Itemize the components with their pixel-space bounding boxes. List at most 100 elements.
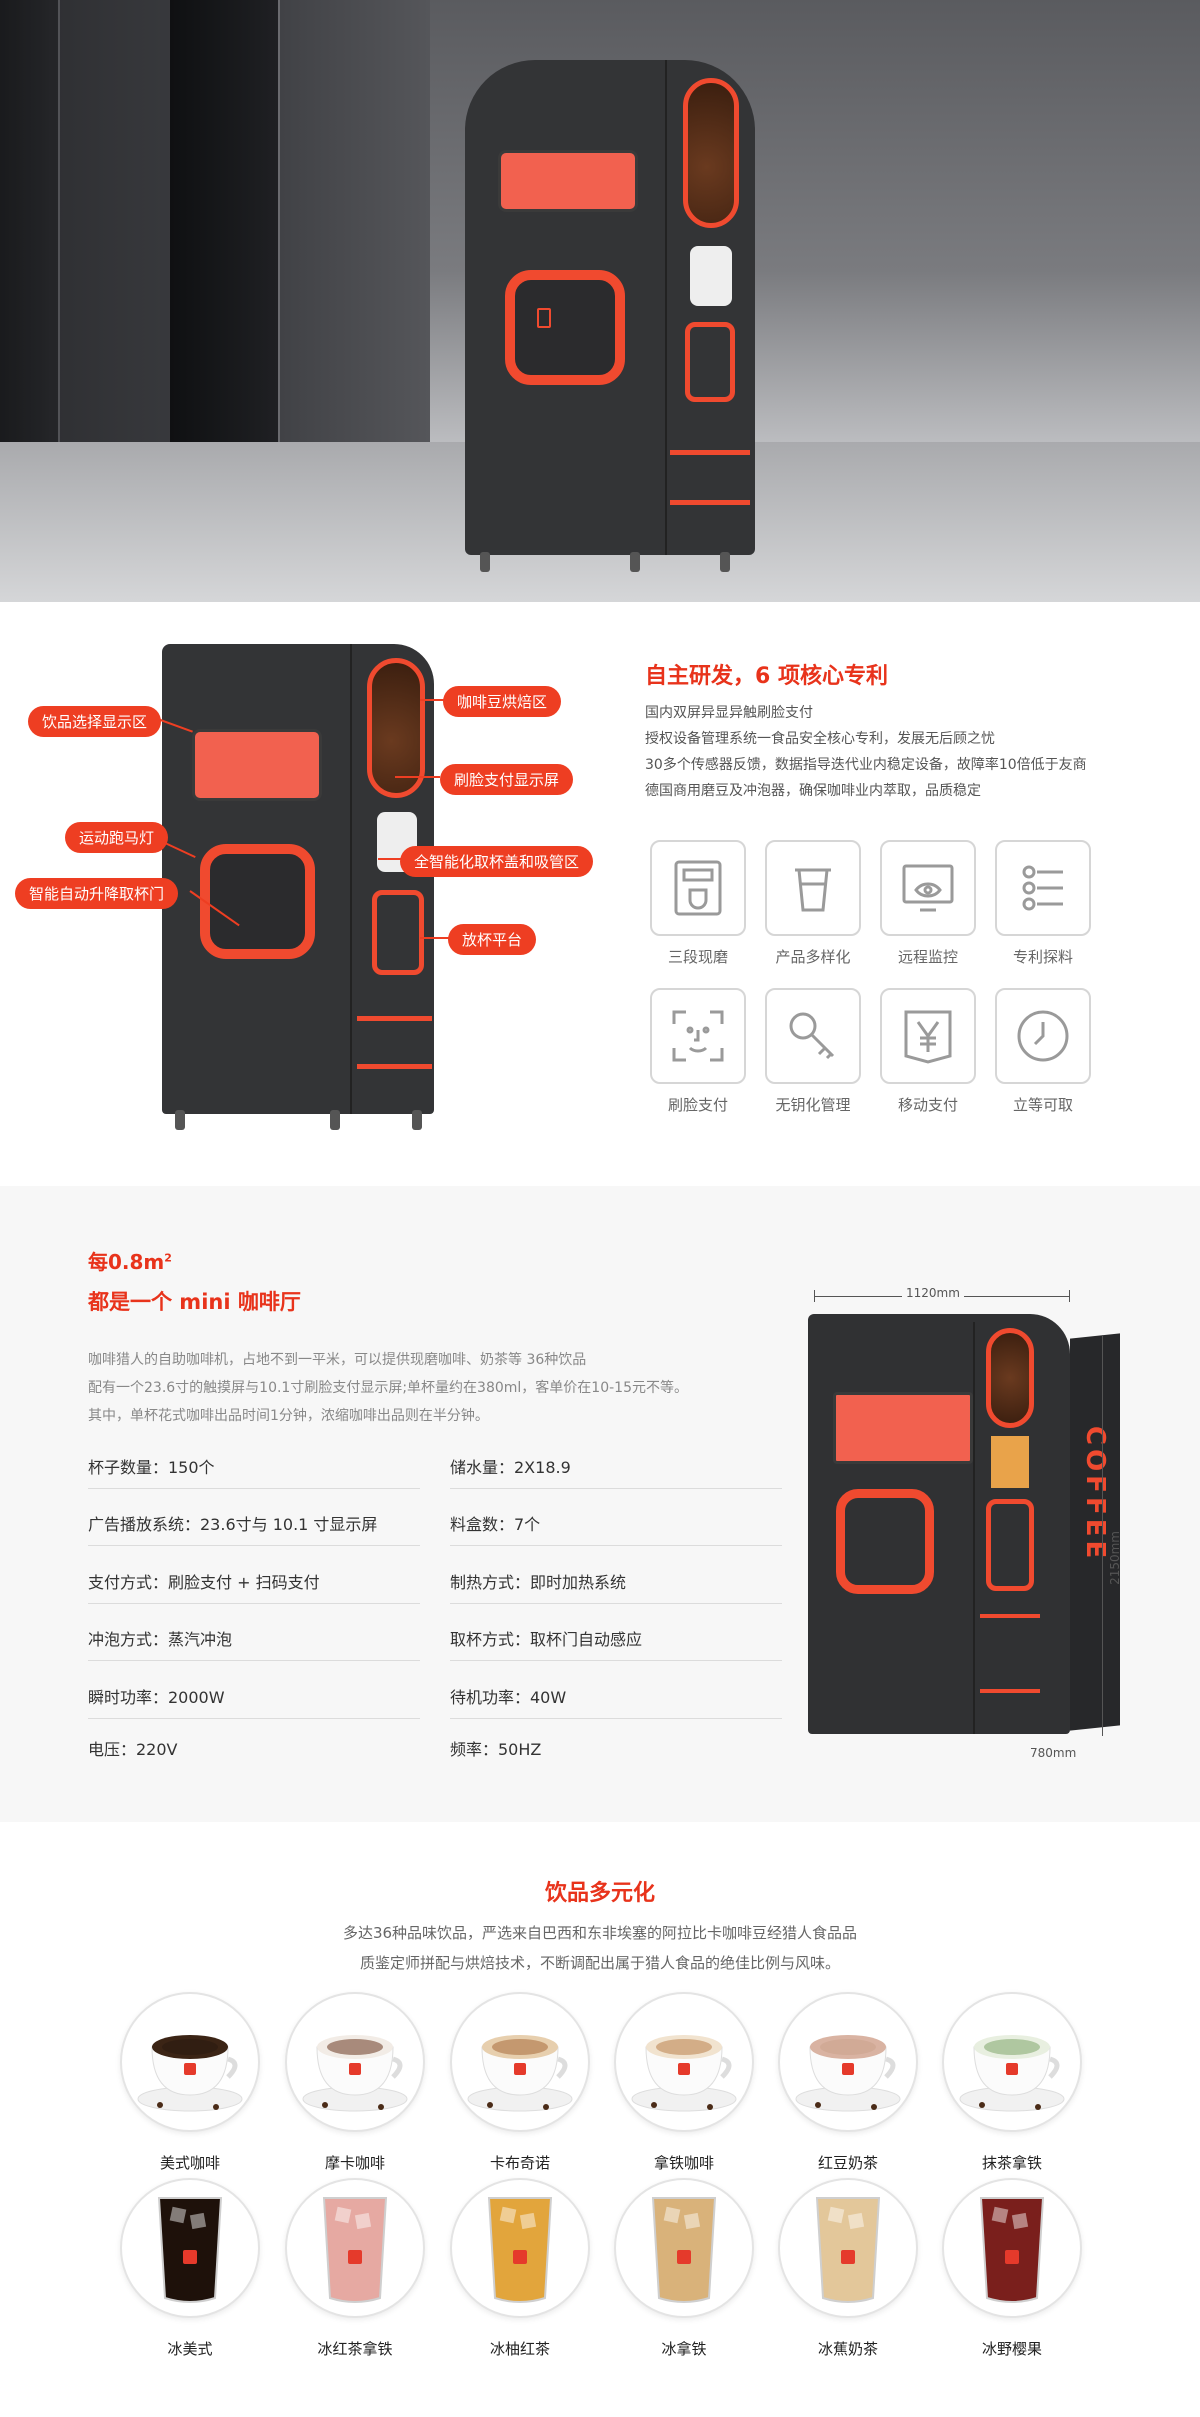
drink-image bbox=[942, 1992, 1082, 2132]
feature-item: 三段现磨 bbox=[650, 840, 746, 967]
drink-name: 美式咖啡 bbox=[159, 2154, 220, 2172]
drink-name: 冰美式 bbox=[167, 2340, 213, 2358]
specs-area-sup: 2 bbox=[164, 1251, 172, 1265]
clock-icon bbox=[1017, 1010, 1069, 1062]
spec-row: 储水量：2X18.9 bbox=[450, 1454, 782, 1489]
feature-item: 产品多样化 bbox=[765, 840, 861, 967]
hero-cup-lid-door bbox=[685, 322, 735, 402]
drink-name: 冰拿铁 bbox=[661, 2340, 707, 2358]
side-brand-text: COFFEE bbox=[1080, 1426, 1110, 1563]
drink-image bbox=[942, 2178, 1082, 2318]
drink-item: 冰红茶拿铁 bbox=[285, 2178, 425, 2359]
cup-icon bbox=[795, 868, 831, 912]
drink-name: 摩卡咖啡 bbox=[324, 2154, 385, 2172]
spec-row: 制热方式：即时加热系统 bbox=[450, 1569, 782, 1604]
feature-label: 三段现磨 bbox=[667, 948, 728, 966]
feature-label: 专利探料 bbox=[1012, 948, 1073, 966]
specs-area-text: 每0.8m bbox=[88, 1250, 165, 1274]
dim-height-line bbox=[1102, 1336, 1103, 1736]
features-desc-line: 国内双屏异显异触刷脸支付 bbox=[645, 705, 813, 721]
feature-item: 立等可取 bbox=[995, 988, 1091, 1115]
callout-face-pay: 刷脸支付显示屏 bbox=[440, 764, 574, 795]
drink-name: 红豆奶茶 bbox=[817, 2154, 878, 2172]
callout-drink-select: 饮品选择显示区 bbox=[28, 706, 162, 737]
grinder-icon bbox=[674, 860, 722, 916]
feature-label: 立等可取 bbox=[1012, 1096, 1073, 1114]
feature-item: 远程监控 bbox=[880, 840, 976, 967]
drink-image bbox=[285, 2178, 425, 2318]
features-cup-door bbox=[200, 844, 315, 959]
drink-item: 冰野樱果 bbox=[942, 2178, 1082, 2359]
spec-row: 杯子数量：150个 bbox=[88, 1454, 420, 1489]
feature-item: 移动支付 bbox=[880, 988, 976, 1115]
drink-image bbox=[778, 2178, 918, 2318]
feature-item: 刷脸支付 bbox=[650, 988, 746, 1115]
drinks-desc-line: 多达36种品味饮品，严选来自巴西和东非埃塞的阿拉比卡咖啡豆经猎人食品品 bbox=[342, 1924, 858, 1942]
specs-pay-screen bbox=[991, 1436, 1029, 1488]
feature-label: 产品多样化 bbox=[775, 948, 851, 966]
hot-cup-icon bbox=[795, 2035, 901, 2112]
drinks-desc: 多达36种品味饮品，严选来自巴西和东非埃塞的阿拉比卡咖啡豆经猎人食品品 质鉴定师… bbox=[0, 1918, 1200, 1978]
callout-marquee: 运动跑马灯 bbox=[65, 822, 169, 853]
features-title: 自主研发，6 项核心专利 bbox=[645, 664, 888, 689]
hero-section bbox=[0, 0, 1200, 602]
drink-item: 冰拿铁 bbox=[614, 2178, 754, 2359]
spec-row: 电压：220V bbox=[88, 1740, 178, 1759]
dim-width-label: 1120mm bbox=[902, 1286, 964, 1300]
specs-cup-door bbox=[836, 1489, 934, 1594]
callout-cup-lid: 全智能化取杯盖和吸管区 bbox=[400, 846, 594, 877]
key-icon bbox=[789, 1012, 835, 1060]
callout-bean: 咖啡豆烘焙区 bbox=[443, 686, 562, 717]
drink-name: 冰野樱果 bbox=[981, 2340, 1042, 2358]
feature-label: 远程监控 bbox=[897, 948, 958, 966]
specs-machine-front bbox=[808, 1314, 1070, 1734]
features-machine bbox=[162, 644, 434, 1114]
iced-cup-icon bbox=[322, 2197, 388, 2303]
specs-bean-window bbox=[986, 1328, 1034, 1428]
iced-cup-icon bbox=[815, 2197, 881, 2303]
specs-subtitle: 都是一个 mini 咖啡厅 bbox=[88, 1290, 301, 1314]
feature-item: 专利探料 bbox=[995, 840, 1091, 967]
spec-row: 取杯方式：取杯门自动感应 bbox=[450, 1626, 782, 1661]
drink-image bbox=[450, 1992, 590, 2132]
specs-desc: 咖啡猎人的自助咖啡机，占地不到一平米，可以提供现磨咖啡、奶茶等 36种饮品 配有… bbox=[88, 1346, 688, 1430]
spec-row: 广告播放系统：23.6寸与 10.1 寸显示屏 bbox=[88, 1511, 420, 1546]
hot-cup-icon bbox=[631, 2035, 737, 2112]
drink-name: 冰蕉奶茶 bbox=[817, 2340, 878, 2358]
hot-cup-icon bbox=[302, 2035, 408, 2112]
specs-cup-lid-door bbox=[986, 1499, 1034, 1591]
drink-item: 红豆奶茶 bbox=[778, 1992, 918, 2173]
drink-item: 冰柚红茶 bbox=[450, 2178, 590, 2359]
spec-row: 待机功率：40W bbox=[450, 1684, 782, 1719]
drink-item: 摩卡咖啡 bbox=[285, 1992, 425, 2173]
specs-menu-screen bbox=[833, 1392, 973, 1464]
feature-label: 无钥化管理 bbox=[775, 1096, 851, 1114]
drink-item: 美式咖啡 bbox=[120, 1992, 260, 2173]
yen-icon bbox=[904, 1010, 952, 1064]
drink-image bbox=[450, 2178, 590, 2318]
drink-image bbox=[778, 1992, 918, 2132]
drink-item: 拿铁咖啡 bbox=[614, 1992, 754, 2173]
specs-desc-line: 配有一个23.6寸的触摸屏与10.1寸刷脸支付显示屏;单杯量约在380ml，客单… bbox=[88, 1380, 688, 1396]
iced-cup-icon bbox=[157, 2197, 223, 2303]
drink-item: 冰蕉奶茶 bbox=[778, 2178, 918, 2359]
hero-bean-window bbox=[683, 78, 739, 228]
dim-depth-label: 780mm bbox=[1030, 1746, 1077, 1760]
hero-menu-screen bbox=[498, 150, 638, 212]
spec-row: 瞬时功率：2000W bbox=[88, 1684, 420, 1719]
spec-row: 频率：50HZ bbox=[450, 1740, 542, 1759]
specs-section: 每0.8m2 都是一个 mini 咖啡厅 咖啡猎人的自助咖啡机，占地不到一平米，… bbox=[0, 1186, 1200, 1822]
feature-label: 移动支付 bbox=[897, 1096, 958, 1114]
face-scan-icon bbox=[672, 1010, 724, 1062]
drinks-title: 饮品多元化 bbox=[544, 1881, 655, 1906]
drink-image bbox=[614, 1992, 754, 2132]
monitor-eye-icon bbox=[902, 864, 954, 912]
hero-pay-screen bbox=[690, 246, 732, 306]
features-menu-screen bbox=[192, 729, 322, 801]
features-cup-lid-door bbox=[372, 890, 424, 975]
specs-desc-line: 其中，单杯花式咖啡出品时间1分钟，浓缩咖啡出品则在半分钟。 bbox=[88, 1408, 489, 1424]
drink-name: 抹茶拿铁 bbox=[981, 2154, 1042, 2172]
drink-item: 冰美式 bbox=[120, 2178, 260, 2359]
features-desc: 国内双屏异显异触刷脸支付 授权设备管理系统一食品安全核心专利，发展无后顾之忧 3… bbox=[645, 700, 1087, 804]
specs-desc-line: 咖啡猎人的自助咖啡机，占地不到一平米，可以提供现磨咖啡、奶茶等 36种饮品 bbox=[88, 1352, 587, 1368]
